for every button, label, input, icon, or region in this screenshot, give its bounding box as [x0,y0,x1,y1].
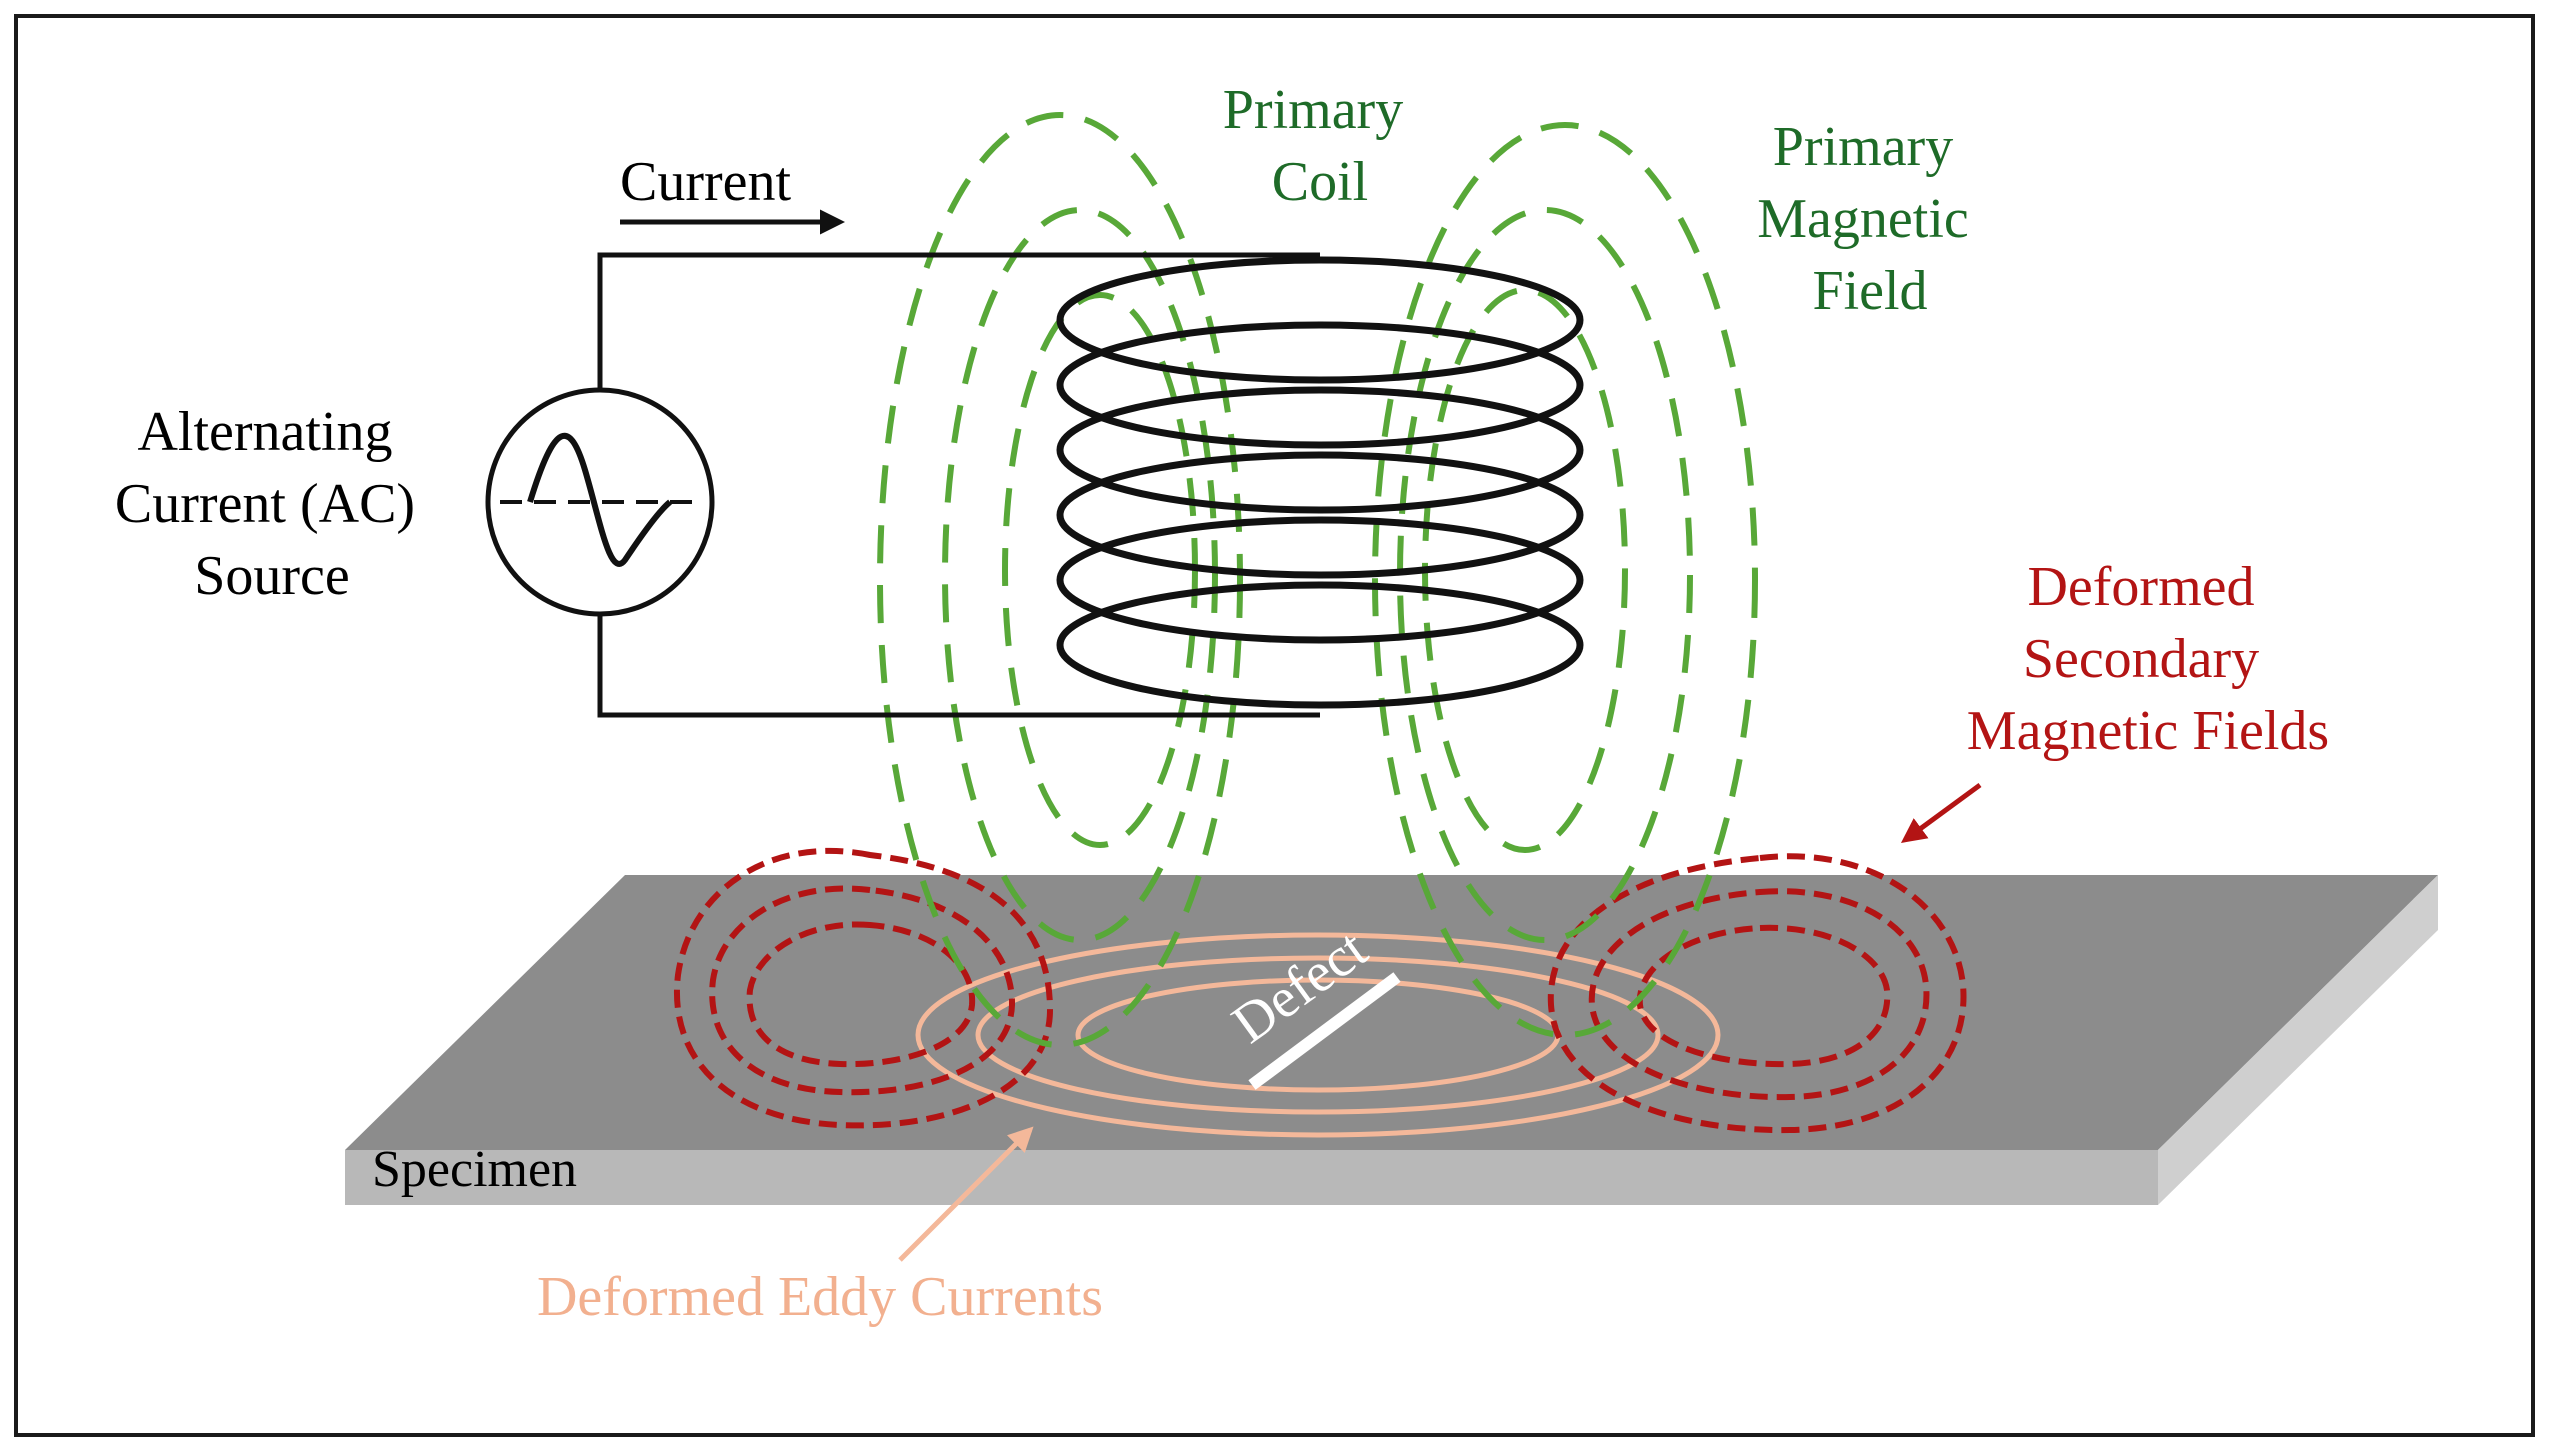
secondary-loop-right-inner [1636,924,1891,1068]
secondary-loop-left-outer [673,847,1054,1129]
secondary-fields-label-line-2: Secondary [2023,628,2259,690]
primary-field-label-line-1: Primary [1773,116,1953,178]
secondary-loop-right-outer [1547,853,1967,1134]
primary-loop-left-middle [942,207,1218,943]
primary-loop-left-outer [877,112,1243,1048]
primary-field-label: Primary Magnetic Field [1757,116,1982,322]
eddy-loop-middle [975,955,1661,1115]
secondary-fields-label: Deformed Secondary Magnetic Fields [1967,556,2329,762]
specimen-slab [345,875,2438,1205]
primary-coil-label-line-1: Primary [1223,79,1403,141]
secondary-loop-left-middle [709,885,1016,1096]
specimen-top-face [345,875,2438,1150]
circuit-wires [597,252,1320,718]
ac-source-label-line-1: Alternating [137,401,392,463]
primary-coil [1056,256,1584,709]
coil-turn-6 [1056,581,1584,709]
coil-turn-2 [1056,321,1584,449]
coil-turn-4 [1056,451,1584,579]
bottom-wire [597,615,1320,718]
coil-turn-5 [1056,516,1584,644]
secondary-field-right [1547,853,1967,1134]
specimen-label: Specimen [372,1141,577,1198]
primary-loop-right-middle [1397,207,1693,943]
secondary-field-arrow [1900,782,1982,843]
secondary-loop-left-inner [746,921,976,1068]
coil-turn-3 [1056,386,1584,514]
secondary-loop-right-middle [1588,888,1930,1101]
ac-source-circle [485,387,715,617]
primary-field-label-line-3: Field [1812,260,1927,322]
defect-mark [1248,972,1401,1090]
secondary-field-left [673,847,1054,1129]
secondary-fields-label-line-3: Magnetic Fields [1967,700,2329,762]
primary-field-label-line-2: Magnetic [1757,188,1968,250]
secondary-fields-label-line-1: Deformed [2027,556,2254,618]
ac-source-label-line-3: Source [194,545,350,607]
coil-turn-1 [1056,256,1584,384]
ac-source [485,387,715,617]
eddy-current-arrow [898,1126,1034,1262]
eddy-currents-label: Deformed Eddy Currents [537,1266,1103,1328]
current-label: Current [620,151,792,213]
eddy-loop-outer [915,932,1721,1138]
top-wire [597,252,1320,390]
ac-source-label: Alternating Current (AC) Source [115,401,429,607]
specimen-front-face [345,1150,2158,1205]
primary-coil-label-line-2: Coil [1272,151,1368,213]
primary-coil-label: Primary Coil [1223,79,1417,213]
specimen-side-face [2158,875,2438,1205]
ac-sine-wave-icon [527,432,672,567]
primary-loop-right-outer [1372,122,1758,1038]
ac-source-label-line-2: Current (AC) [115,473,415,535]
